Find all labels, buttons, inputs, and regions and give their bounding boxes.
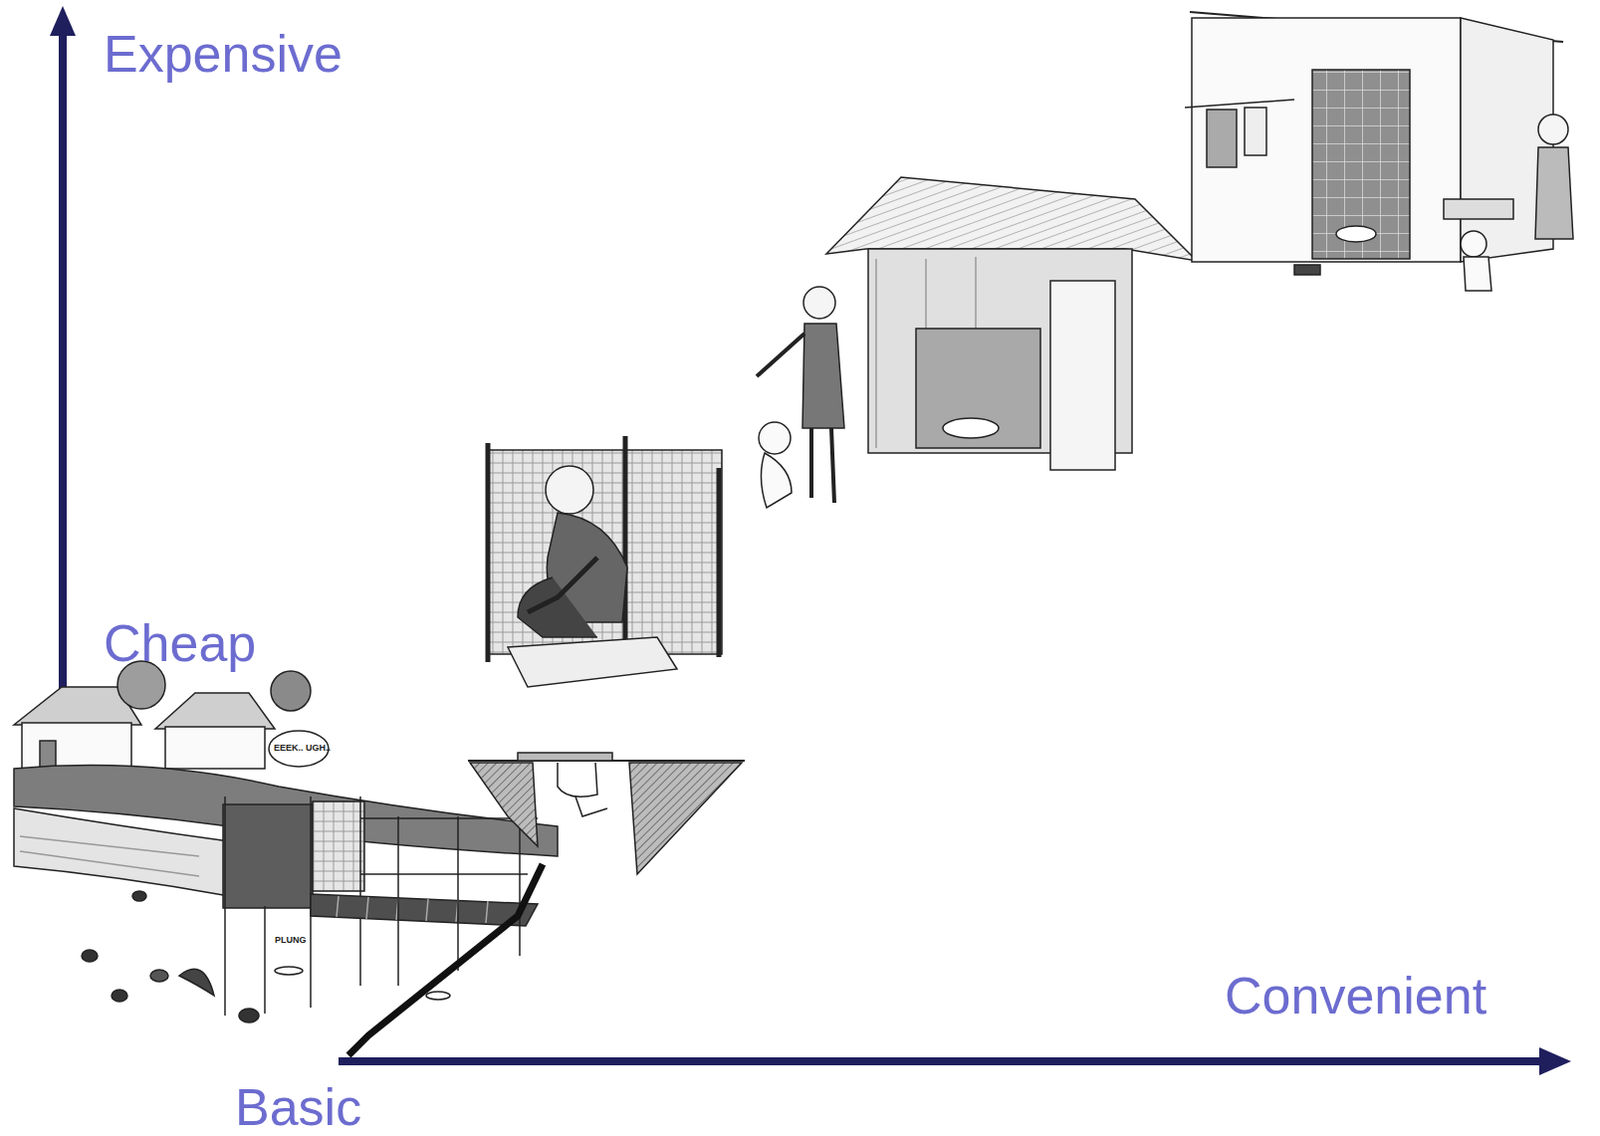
sound-text: PLUNG xyxy=(274,935,307,945)
axis-label: Basic xyxy=(234,1081,362,1134)
tiled-toilet-building xyxy=(1184,11,1574,291)
hut-latrine xyxy=(756,177,1197,508)
axis xyxy=(49,5,1572,1076)
pit-cross-section xyxy=(467,752,745,875)
speech-text: EEEK.. UGH.. xyxy=(273,743,331,753)
axis-label: Cheap xyxy=(103,617,256,670)
axis-label: Expensive xyxy=(103,27,343,80)
axis-label: Convenient xyxy=(1224,969,1487,1022)
hanging-latrine-scene xyxy=(13,661,558,1056)
simple-screen-latrine xyxy=(487,436,722,687)
